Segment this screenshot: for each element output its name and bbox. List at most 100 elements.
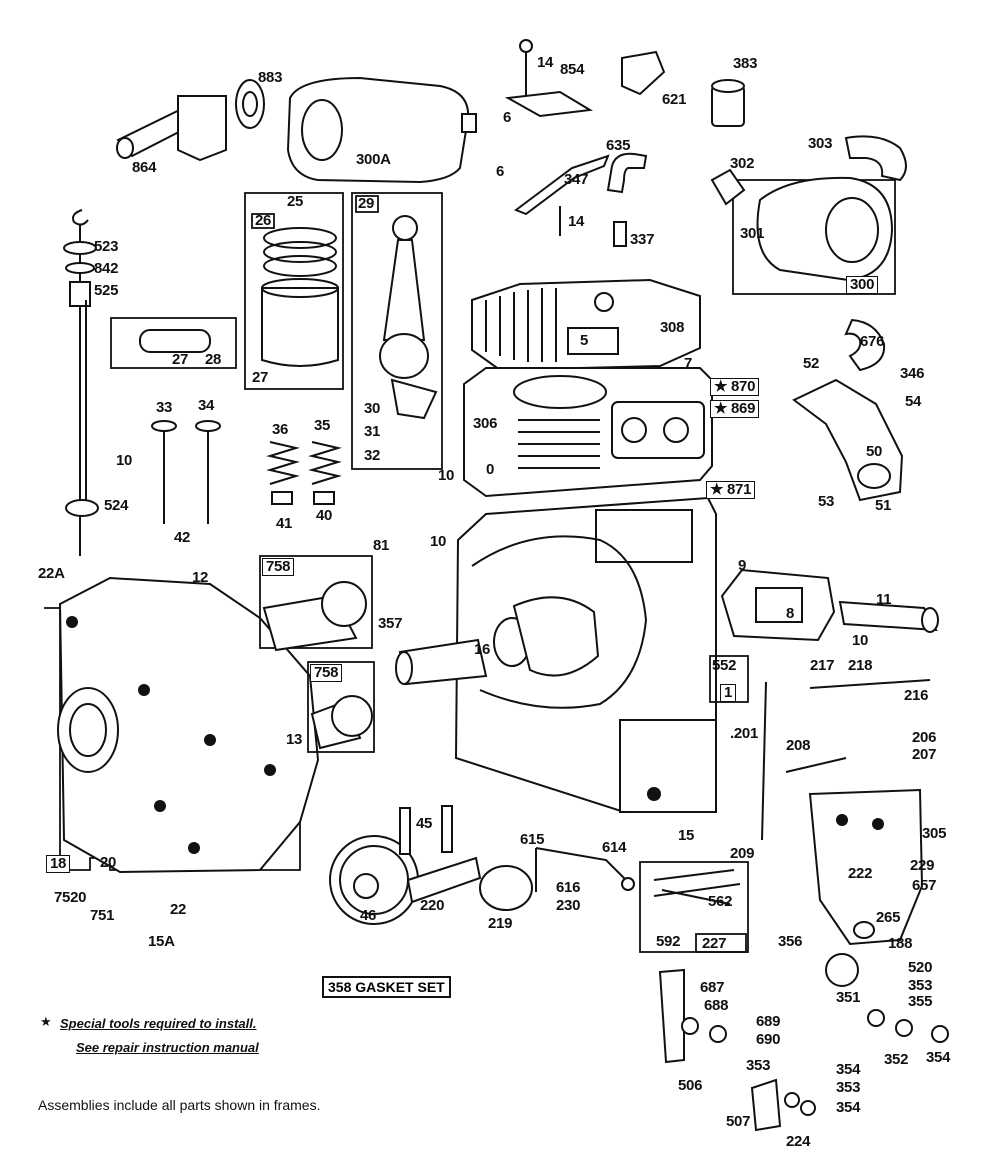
label-357: 357 — [378, 615, 403, 632]
label-33: 33 — [156, 399, 173, 416]
label-864: 864 — [132, 159, 157, 176]
crankshaft — [395, 596, 600, 686]
label-7520: 7520 — [54, 889, 87, 906]
label-45: 45 — [416, 815, 433, 832]
air-cleaner — [710, 135, 907, 372]
dipstick — [63, 209, 99, 556]
label-10c: 10 — [430, 533, 447, 550]
governor-link — [479, 847, 635, 911]
label-216: 216 — [904, 687, 929, 704]
connecting-rod — [379, 215, 438, 420]
bracket-elbow-plug — [513, 152, 648, 247]
assemblies-footer: Assemblies include all parts shown in fr… — [38, 1097, 321, 1113]
label-35: 35 — [314, 417, 331, 434]
label-12: 12 — [192, 569, 209, 586]
gasket-set-label: 358 GASKET SET — [322, 976, 451, 998]
label-14b: 14 — [568, 213, 585, 230]
valve-springs — [266, 441, 342, 505]
label-353: 353 — [908, 977, 933, 994]
label-688: 688 — [704, 997, 729, 1014]
label-308: 308 — [660, 319, 685, 336]
sump-cover — [57, 576, 320, 874]
piston-pin — [139, 329, 211, 353]
label-758: 758 — [262, 558, 295, 576]
label-54: 54 — [905, 393, 922, 410]
label-689: 689 — [756, 1013, 781, 1030]
label-188: 188 — [888, 935, 913, 952]
label-220: 220 — [420, 897, 445, 914]
label-7: 7 — [684, 355, 693, 372]
label-20: 20 — [100, 854, 117, 871]
label-201-text: 201 — [733, 725, 759, 742]
label-265: 265 — [876, 909, 901, 926]
label-614: 614 — [602, 839, 627, 856]
label-356: 356 — [778, 933, 803, 950]
label-206: 206 — [912, 729, 937, 746]
label-29: 29 — [358, 195, 375, 212]
label-355: 355 — [908, 993, 933, 1010]
label-616: 616 — [556, 879, 581, 896]
label-300a: 300A — [356, 151, 391, 168]
governor-brackets — [504, 39, 745, 127]
repair-manual-note: See repair instruction manual — [76, 1040, 259, 1055]
control-bracket — [808, 788, 924, 946]
cylinder-head — [471, 278, 701, 372]
label-201: .201 — [730, 725, 759, 742]
label-25: 25 — [287, 193, 304, 210]
label-229: 229 — [910, 857, 935, 874]
choke-bracket — [658, 968, 685, 1064]
label-27b: 27 — [172, 351, 189, 368]
label-81: 81 — [373, 537, 390, 554]
label-870: ★ 870 — [710, 378, 760, 396]
label-222: 222 — [848, 865, 873, 882]
label-352: 352 — [884, 1051, 909, 1068]
label-18: 18 — [46, 855, 71, 873]
label-347: 347 — [564, 171, 589, 188]
label-506: 506 — [678, 1077, 703, 1094]
label-5: 5 — [580, 332, 589, 349]
label-31: 31 — [364, 423, 381, 440]
label-523: 523 — [94, 238, 119, 255]
label-219: 219 — [488, 915, 513, 932]
label-28: 28 — [205, 351, 222, 368]
label-36: 36 — [272, 421, 289, 438]
label-10d: 10 — [852, 632, 869, 649]
muffler-assembly — [116, 76, 477, 184]
label-303: 303 — [808, 135, 833, 152]
label-351: 351 — [836, 989, 861, 1006]
throttle-links — [761, 679, 931, 841]
label-208: 208 — [786, 737, 811, 754]
label-46: 46 — [360, 907, 377, 924]
label-6b: 6 — [496, 163, 505, 180]
label-207: 207 — [912, 746, 937, 763]
label-41: 41 — [276, 515, 293, 532]
label-6: 6 — [503, 109, 512, 126]
label-51: 51 — [875, 497, 892, 514]
label-224: 224 — [786, 1133, 811, 1150]
label-871: ★ 871 — [706, 481, 756, 499]
piston — [261, 227, 339, 367]
star-icon: ★ — [40, 1014, 52, 1029]
governor-spring — [653, 869, 741, 905]
label-346: 346 — [900, 365, 925, 382]
label-615: 615 — [520, 831, 545, 848]
label-552: 552 — [712, 657, 737, 674]
label-758b: 758 — [310, 664, 343, 682]
label-305: 305 — [922, 825, 947, 842]
label-34: 34 — [198, 397, 215, 414]
label-657: 657 — [912, 877, 937, 894]
label-353c: 353 — [836, 1079, 861, 1096]
hardware — [681, 953, 949, 1132]
label-15a: 15A — [148, 933, 175, 950]
label-883: 883 — [258, 69, 283, 86]
label-9: 9 — [738, 557, 747, 574]
label-621: 621 — [662, 91, 687, 108]
label-16: 16 — [474, 641, 491, 658]
label-337: 337 — [630, 231, 655, 248]
label-27: 27 — [252, 369, 269, 386]
label-209: 209 — [730, 845, 755, 862]
carburetor-body — [720, 568, 939, 642]
label-22a: 22A — [38, 565, 65, 582]
label-562: 562 — [708, 893, 733, 910]
